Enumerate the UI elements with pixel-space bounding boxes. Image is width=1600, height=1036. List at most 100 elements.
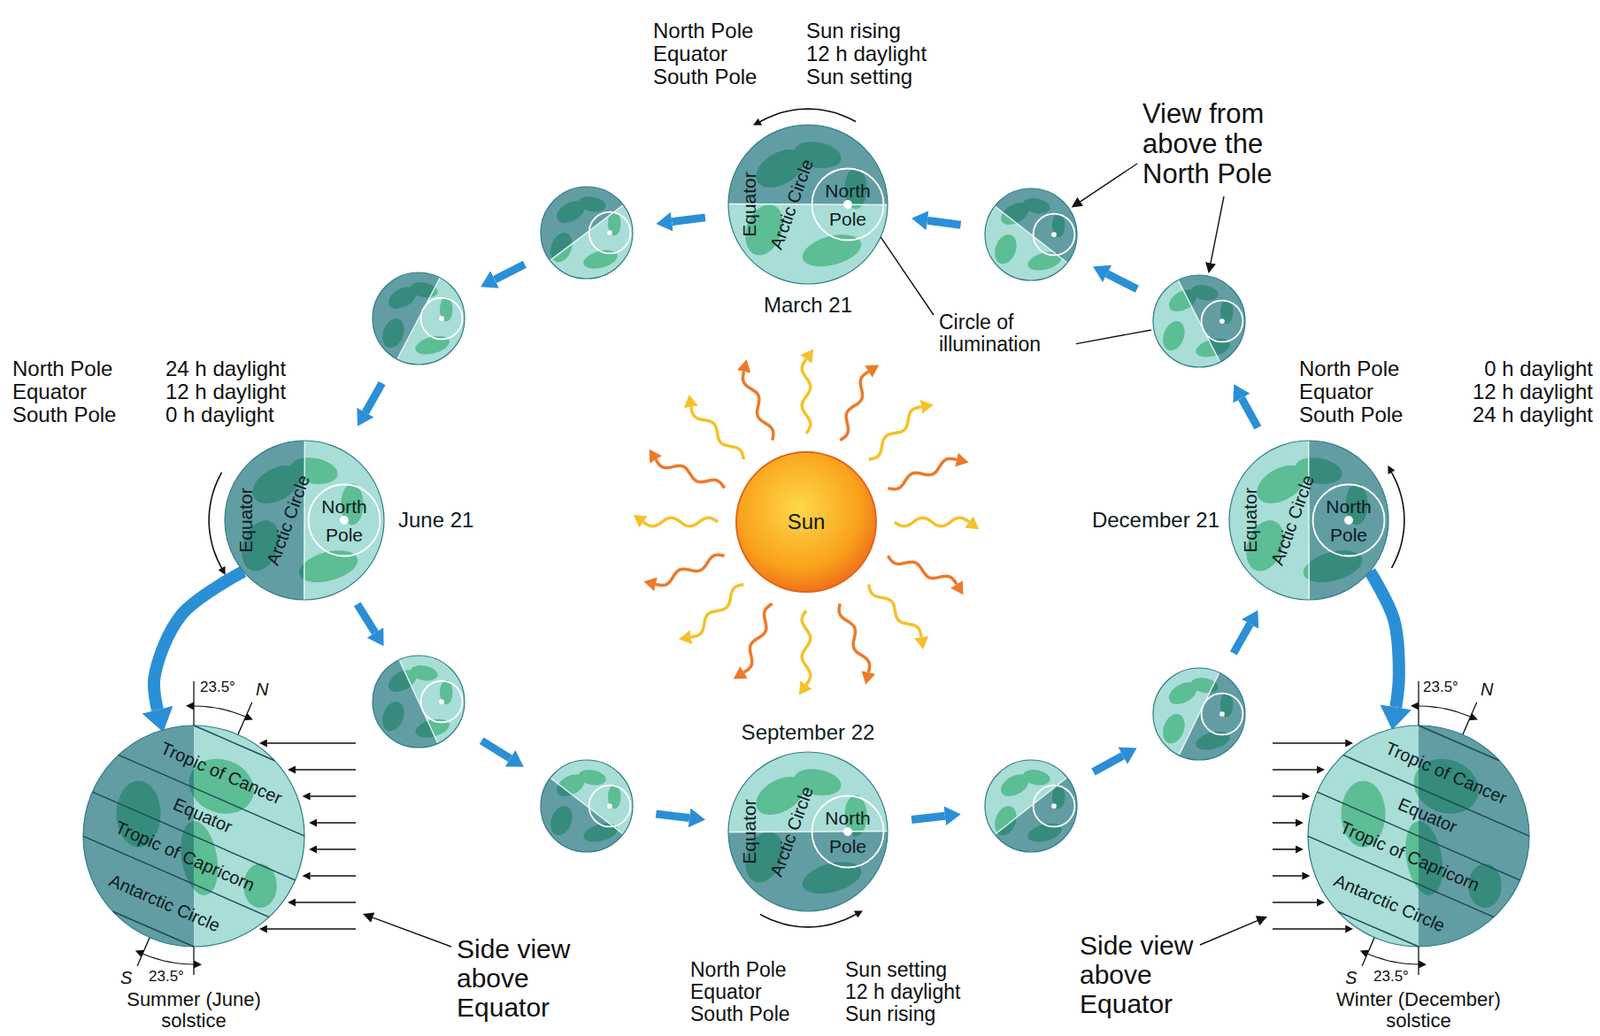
equator-label: Equator [235, 487, 257, 554]
sunlight-arrow [316, 822, 356, 824]
callout-text: Side view above Equator [1079, 930, 1213, 1019]
illumination-line [550, 777, 624, 835]
equator-label: Equator [1239, 487, 1262, 554]
illumination-line [1177, 280, 1220, 363]
globe-outline [984, 760, 1077, 853]
sun-ray [887, 458, 957, 489]
equator-label: Equator [738, 171, 761, 238]
daylight-condition: North Pole [12, 357, 113, 381]
daylight-condition: Sun setting [806, 65, 913, 89]
rotation-arrow [208, 472, 222, 569]
globe-outline [728, 124, 888, 285]
illumination-line [1307, 440, 1310, 600]
daylight-condition: South Pole [690, 1003, 791, 1026]
tilted-axis [1462, 702, 1477, 736]
small-globe [984, 188, 1077, 281]
land-mass [439, 680, 454, 705]
tilt-angle-label: 23.5° [200, 679, 236, 697]
land-mass [1159, 318, 1189, 354]
land-mass [991, 231, 1021, 268]
daylight-condition: South Pole [1299, 403, 1403, 427]
daylight-condition: South Pole [12, 403, 116, 427]
sun-ray [801, 610, 811, 685]
night-side [540, 186, 624, 261]
pole-label: North Pole [816, 176, 879, 233]
land-mass [1159, 711, 1189, 747]
land-mass [408, 663, 439, 684]
night-side [540, 777, 624, 853]
callout-text: View from above the North Pole [1142, 99, 1302, 190]
land-mass [799, 229, 865, 273]
solstice-caption: Summer (June) solstice [105, 989, 283, 1032]
sunlight-arrow [1272, 928, 1346, 931]
tilted-axis [238, 702, 253, 736]
rotation-arrow [1392, 472, 1405, 569]
solstice-arrow [153, 571, 244, 710]
daylight-condition: Equator [690, 981, 762, 1004]
land-mass [576, 768, 608, 788]
globe-ocean [540, 760, 633, 853]
land-mass [1021, 768, 1052, 788]
orbit-arrow [1107, 273, 1138, 289]
daylight-condition: North Pole [653, 19, 754, 43]
sunlight-arrow [310, 875, 356, 877]
sun-ray [887, 555, 957, 585]
side-view-globe: Tropic of CancerEquatorTropic of Caprico… [1307, 725, 1530, 947]
pole-label: North Pole [313, 492, 376, 549]
sunlight-arrow [267, 742, 356, 745]
daylight-condition: 12 h daylight [845, 981, 961, 1004]
orbit-arrow [671, 217, 706, 223]
illumination-line [1178, 672, 1220, 755]
arctic-circle-ring [421, 298, 463, 340]
globe-ocean [728, 124, 888, 285]
globe-ocean [372, 272, 465, 365]
vertical-reference [1417, 681, 1419, 726]
globe-ocean [1153, 275, 1246, 368]
tilt-angle-arc [142, 953, 194, 965]
night-side [994, 188, 1077, 263]
small-globe [372, 272, 465, 365]
sunlight-arrow [1272, 901, 1317, 904]
date-caption: June 21 [398, 507, 474, 533]
sun-label: Sun [787, 509, 826, 535]
sun-ray [869, 584, 922, 638]
globe-outline [372, 655, 465, 748]
night-side [1308, 440, 1389, 600]
small-globe [372, 655, 465, 748]
globe-ocean [83, 725, 305, 947]
illumination-line [550, 205, 624, 262]
daylight-condition: 12 h daylight [1472, 380, 1593, 404]
tilt-angle-label: 23.5° [148, 969, 185, 986]
leader-arrow [372, 917, 452, 947]
sunlight-arrow [295, 769, 356, 771]
arctic-circle-ring [812, 169, 885, 241]
pole-dot [1051, 803, 1057, 809]
globe-ocean [372, 655, 465, 748]
daylight-condition: 24 h daylight [165, 357, 286, 381]
sun-ray [643, 517, 718, 527]
pole-dot [1219, 711, 1225, 717]
daylight-condition: 12 h daylight [806, 42, 927, 66]
sunlight-arrow [316, 848, 356, 851]
arctic-circle-ring [1201, 300, 1244, 343]
date-caption: December 21 [1092, 507, 1220, 533]
daylight-condition: Equator [12, 380, 87, 404]
sunlight-arrow [267, 928, 356, 931]
pole-dot [843, 200, 853, 209]
axis-pole-label: N [255, 679, 269, 700]
daylight-condition: Equator [1299, 380, 1374, 404]
orbit-arrow [481, 740, 510, 759]
sunlight-arrow [1272, 742, 1346, 745]
small-globe [1153, 275, 1246, 368]
globe-outline [1153, 275, 1246, 368]
arctic-circle-ring [1201, 693, 1244, 736]
solstice-arrow [1369, 571, 1400, 708]
sun-ray [744, 603, 773, 673]
orbit-arrow [655, 814, 690, 818]
vertical-reference [192, 681, 194, 726]
daylight-condition: Equator [653, 42, 728, 66]
sun-ray [838, 603, 870, 673]
daylight-condition: Sun rising [845, 1003, 936, 1026]
pole-dot [843, 827, 853, 837]
